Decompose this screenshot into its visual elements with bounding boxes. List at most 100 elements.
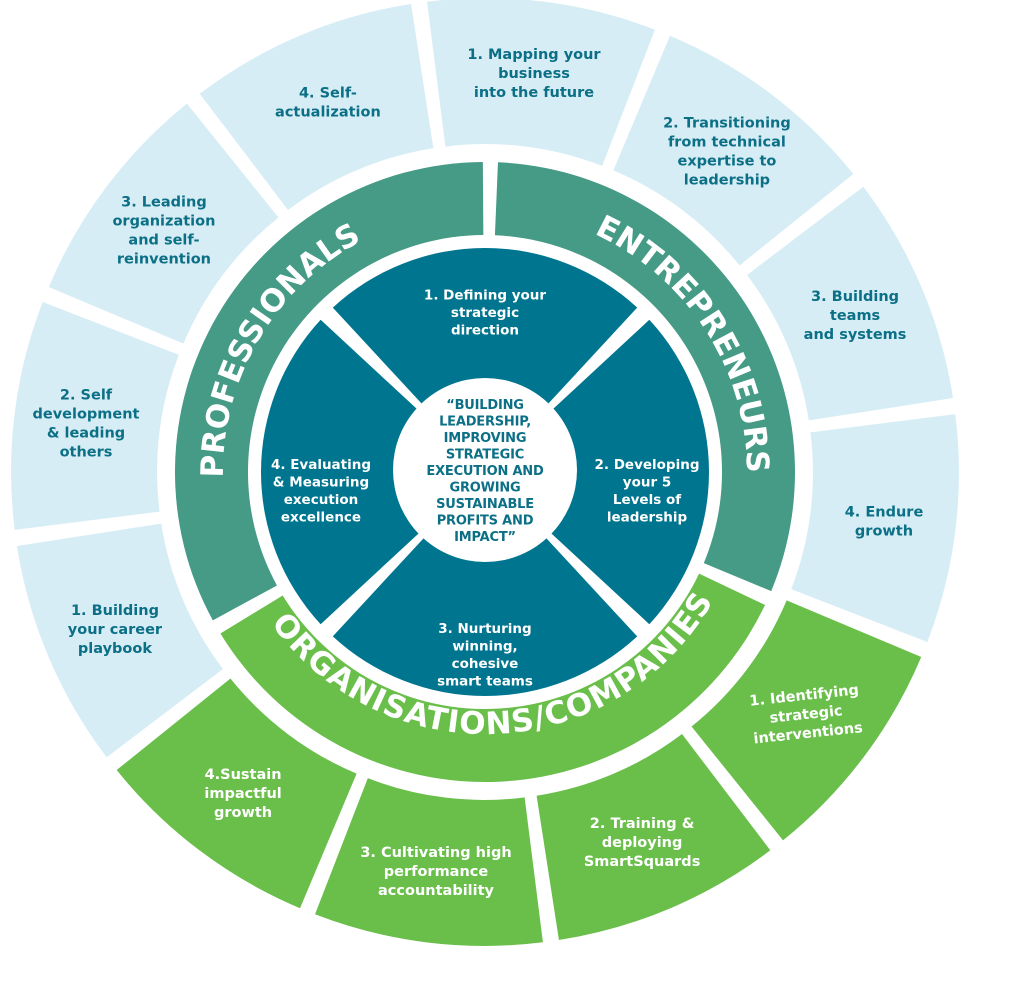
outer-segment-label-line: 1. Mapping your — [467, 47, 601, 63]
center-statement-line: STRATEGIC — [446, 448, 524, 463]
outer-segment-label-line: 2. Training & — [590, 816, 695, 832]
inner-quadrant-shape — [261, 319, 485, 625]
inner-quadrant-label-line: smart teams — [437, 673, 533, 689]
outer-segment-label-line: & leading — [47, 426, 125, 442]
inner-quadrant-label-line: Levels of — [613, 492, 681, 508]
inner-quadrant-shape — [485, 319, 709, 625]
outer-segment-label-line: organization — [112, 214, 215, 230]
center-white-circle — [393, 378, 577, 562]
outer-segment-shape — [691, 600, 922, 841]
inner-quadrant-label-line: & Measuring — [273, 474, 369, 490]
outer-segment-label: 4. Endure growth — [845, 504, 924, 539]
outer-segment-shape — [48, 103, 279, 344]
audience-segment-shape — [220, 573, 766, 782]
outer-segment-shape — [613, 35, 854, 266]
center-statement-line: “BUILDING — [446, 398, 524, 413]
outer-segment: 1. Mapping your business into the future — [427, 0, 655, 166]
outer-segment-shape — [315, 778, 543, 946]
center-statement-line: SUSTAINABLE — [436, 497, 534, 512]
outer-segment-label: 2. Transitioning from technical expertise … — [663, 115, 791, 188]
outer-segment-label-line: 4. Self- — [299, 85, 357, 101]
outer-segment-label-line: 3. Cultivating high — [360, 845, 511, 861]
outer-segment-label-line: SmartSquards — [584, 854, 701, 870]
outer-segment-label-line: 3. Leading — [121, 195, 207, 211]
outer-segment-label-line: your career — [68, 622, 163, 638]
outer-segment: 4. Self-actualization — [199, 3, 434, 210]
outer-segment-shape — [791, 414, 959, 642]
outer-segment-label-line: 1. Building — [71, 603, 159, 619]
outer-segment-label: 3. Building teams and systems — [804, 289, 907, 343]
outer-segment-shape — [427, 0, 655, 166]
outer-segment-label-line: others — [60, 445, 113, 461]
center-statement-line: LEADERSHIP, — [439, 415, 531, 430]
outer-segment-label-line: performance — [384, 864, 489, 880]
outer-segment-label-line: into the future — [474, 85, 594, 101]
inner-quadrant-label-line: winning, — [452, 638, 517, 654]
outer-segment-label-line: business — [498, 66, 570, 82]
outer-segment-label-line: and systems — [804, 327, 907, 343]
center-statement-line: IMPROVING — [444, 431, 527, 446]
outer-ring: 1. Mapping your business into the future 2.… — [11, 0, 959, 946]
outer-segment-label-line: 2. Transitioning — [663, 115, 791, 131]
outer-segment-shape — [536, 734, 771, 941]
inner-quadrant-label-line: 4. Evaluating — [271, 457, 371, 473]
outer-segment: 3. Building teams and systems — [747, 186, 954, 421]
outer-segment-label-line: strategic — [769, 703, 843, 727]
outer-segment-label-line: development — [32, 407, 139, 423]
outer-segment-label-line: 2. Self — [60, 388, 113, 404]
inner-quadrant-shape — [332, 247, 638, 472]
outer-segment-label-line: growth — [855, 523, 913, 539]
outer-segment-label-line: growth — [214, 805, 272, 821]
outer-segment-shape — [199, 3, 434, 210]
inner-quadrant-label-line: 3. Nurturing — [438, 621, 531, 637]
outer-segment-label-line: and self- — [128, 233, 199, 249]
outer-segment-label-line: 4. Endure — [845, 504, 924, 520]
outer-segment-shape — [116, 678, 357, 909]
inner-quadrant-shape — [332, 472, 638, 697]
inner-quadrant-label-line: cohesive — [452, 656, 519, 672]
outer-segment-label: 1. Building your career playbook — [68, 603, 163, 657]
outer-segment: 4. Endure growth — [791, 414, 959, 642]
outer-segment-label-line: reinvention — [117, 252, 211, 268]
inner-quadrant-label-line: 1. Defining your — [424, 288, 546, 304]
outer-segment-label-line: playbook — [78, 641, 152, 657]
outer-segment: 1. Building your career playbook — [16, 523, 223, 758]
outer-segment-label-line: 3. Building — [811, 289, 899, 305]
outer-segment-label-line: teams — [830, 308, 880, 324]
outer-segment-label-line: 4.Sustain — [205, 767, 282, 783]
inner-quadrant-label-line: leadership — [607, 509, 688, 525]
outer-segment-label-line: from technical — [668, 134, 786, 150]
outer-segment: 3. Leading organization and self-reinventi… — [48, 103, 279, 344]
outer-segment-label: 3. Leading organization and self-reinventi… — [112, 195, 215, 268]
center-statement-line: GROWING — [449, 481, 520, 496]
outer-segment-label-line: expertise to — [677, 153, 776, 169]
outer-segment-label: 1. Mapping your business into the future — [467, 47, 601, 101]
inner-quadrant-label-line: execution — [284, 492, 359, 508]
inner-quadrant-label-line: excellence — [281, 509, 361, 525]
outer-segment-label: 4. Self-actualization — [275, 85, 381, 120]
outer-segment: 2. Self development & leading others — [11, 302, 179, 530]
outer-segment-label-line: deploying — [602, 835, 683, 851]
center-statement-line: PROFITS AND — [437, 514, 534, 529]
outer-segment-label-line: leadership — [684, 172, 770, 188]
center-statement-line: EXECUTION AND — [426, 464, 544, 479]
outer-segment-shape — [747, 186, 954, 421]
audience-segment-shape — [494, 162, 795, 592]
